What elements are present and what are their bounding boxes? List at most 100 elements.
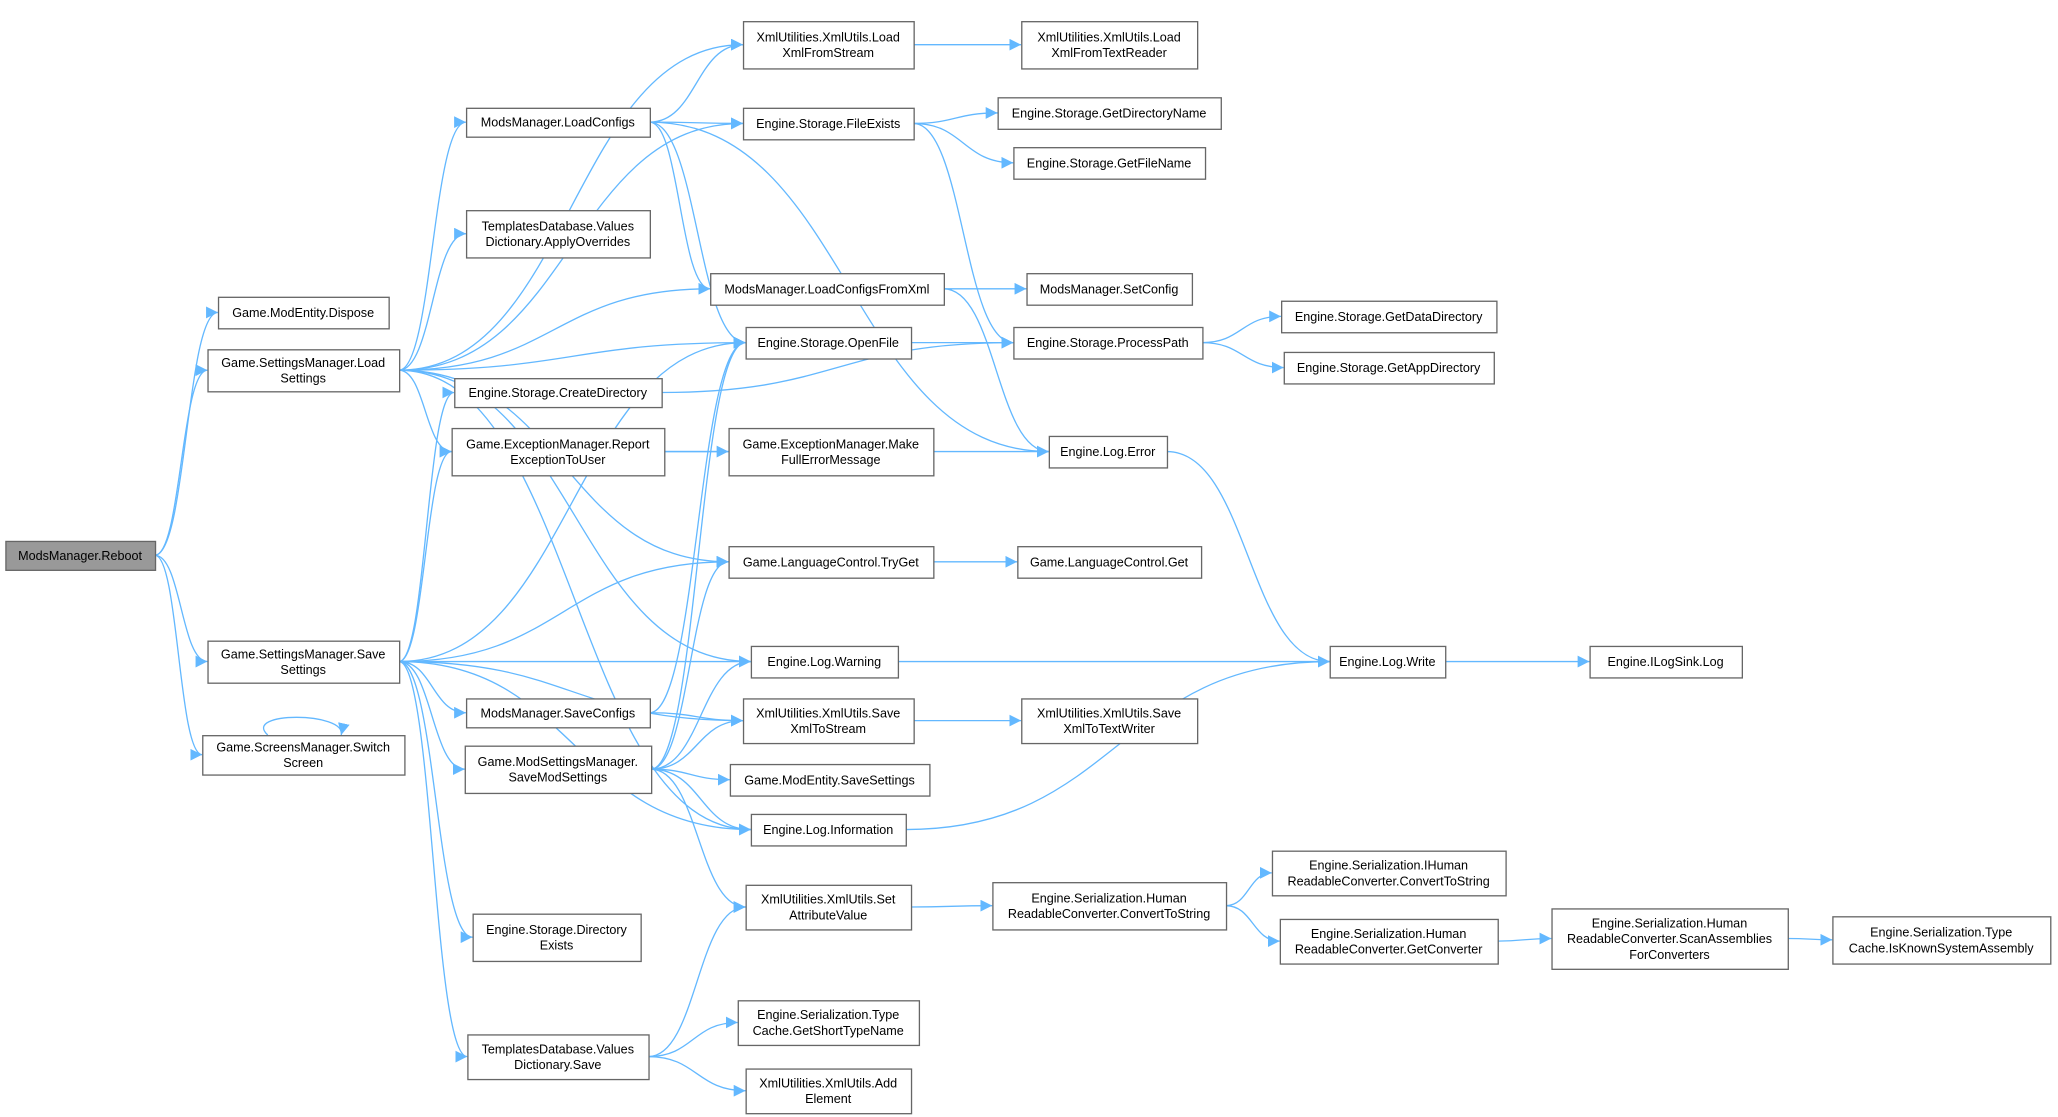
node-tryget[interactable]: Game.LanguageControl.TryGet bbox=[728, 546, 935, 579]
node-fileexists[interactable]: Engine.Storage.FileExists bbox=[742, 107, 915, 141]
edge-savemodsettings-to-tryget bbox=[650, 555, 729, 770]
node-getdirectoryname[interactable]: Engine.Storage.GetDirectoryName bbox=[997, 97, 1222, 130]
node-label-line: Game.ExceptionManager.Make bbox=[743, 437, 919, 451]
node-box bbox=[1281, 300, 1498, 334]
node-label: ModsManager.SetConfig bbox=[1040, 282, 1179, 296]
node-label: Engine.Storage.GetDirectoryName bbox=[1012, 107, 1207, 121]
node-box bbox=[1013, 326, 1204, 360]
node-getfilename[interactable]: Engine.Storage.GetFileName bbox=[1013, 147, 1207, 180]
edge-savesettings-to-templatessave bbox=[398, 660, 468, 1063]
node-label: Game.LanguageControl.Get bbox=[1030, 555, 1189, 569]
node-label-line: ModsManager.Reboot bbox=[18, 549, 142, 563]
node-ilogsinklog[interactable]: Engine.ILogSink.Log bbox=[1589, 645, 1743, 679]
node-setconfig[interactable]: ModsManager.SetConfig bbox=[1026, 273, 1194, 306]
node-box bbox=[1013, 147, 1207, 180]
node-logerror[interactable]: Engine.Log.Error bbox=[1048, 435, 1169, 469]
edge-savesettings-to-savemodsettings bbox=[398, 660, 465, 776]
node-modentitysave[interactable]: Game.ModEntity.SaveSettings bbox=[729, 763, 931, 797]
node-label-line: Engine.Storage.GetDirectoryName bbox=[1012, 107, 1207, 121]
node-label-line: Engine.Serialization.IHuman bbox=[1309, 859, 1468, 873]
node-box bbox=[1589, 645, 1743, 679]
node-label-line: Game.ModSettingsManager. bbox=[478, 755, 638, 769]
node-information[interactable]: Engine.Log.Information bbox=[750, 813, 907, 847]
node-label: Game.ModEntity.Dispose bbox=[232, 306, 374, 320]
node-label-line: Engine.Storage.GetDataDirectory bbox=[1295, 310, 1483, 324]
edge-loadconfigs-to-loadxmlfromstream bbox=[649, 38, 743, 123]
node-reboot[interactable]: ModsManager.Reboot bbox=[5, 540, 157, 571]
node-label-line: ModsManager.SetConfig bbox=[1040, 282, 1179, 296]
node-box bbox=[207, 349, 401, 393]
node-label-line: Element bbox=[805, 1092, 852, 1106]
edge-loadsettings-to-applyoverrides bbox=[398, 227, 467, 371]
edge-fileexists-to-getdirectoryname bbox=[913, 107, 998, 125]
edge-loadsettings-to-openfile bbox=[398, 336, 746, 371]
node-box bbox=[728, 546, 935, 579]
node-label: Engine.Storage.FileExists bbox=[756, 117, 900, 131]
node-label-line: Engine.Storage.OpenFile bbox=[757, 336, 898, 350]
node-label: Engine.Log.Error bbox=[1060, 445, 1155, 459]
node-box bbox=[465, 698, 651, 729]
edge-loadconfigsfromxml-to-logerror bbox=[943, 288, 1049, 458]
node-logwrite[interactable]: Engine.Log.Write bbox=[1329, 645, 1447, 679]
node-label-line: Settings bbox=[280, 372, 326, 386]
node-label-line: ReadableConverter.ConvertToString bbox=[1287, 874, 1489, 888]
node-label-line: ModsManager.LoadConfigsFromXml bbox=[724, 282, 929, 296]
node-languageget[interactable]: Game.LanguageControl.Get bbox=[1017, 546, 1203, 579]
node-label-line: Engine.Serialization.Human bbox=[1311, 927, 1466, 941]
edge-saveconfigs-to-openfile bbox=[649, 336, 746, 714]
edge-loadsettings-to-loadxmlfromstream bbox=[398, 38, 743, 371]
edge-loadsettings-to-loadconfigs bbox=[398, 116, 467, 371]
edge-savesettings-to-createdirectory bbox=[398, 386, 455, 663]
node-box bbox=[1021, 698, 1199, 745]
node-label-line: Engine.Serialization.Type bbox=[757, 1008, 899, 1022]
edge-templatessave-to-getshorttypename bbox=[648, 1016, 738, 1058]
node-saveconfigs[interactable]: ModsManager.SaveConfigs bbox=[465, 698, 651, 729]
node-warning[interactable]: Engine.Log.Warning bbox=[750, 645, 900, 679]
node-box bbox=[710, 273, 945, 306]
node-dispose[interactable]: Game.ModEntity.Dispose bbox=[217, 296, 390, 330]
node-box bbox=[465, 107, 651, 138]
node-label-line: TemplatesDatabase.Values bbox=[482, 1042, 634, 1056]
node-createdirectory[interactable]: Engine.Storage.CreateDirectory bbox=[454, 378, 663, 409]
node-openfile[interactable]: Engine.Storage.OpenFile bbox=[745, 326, 913, 360]
node-box bbox=[1279, 918, 1499, 965]
node-getdatadirectory[interactable]: Engine.Storage.GetDataDirectory bbox=[1281, 300, 1498, 334]
edge-savemodsettings-to-information bbox=[650, 768, 751, 836]
node-loadconfigsfromxml[interactable]: ModsManager.LoadConfigsFromXml bbox=[710, 273, 945, 306]
node-loadconfigs[interactable]: ModsManager.LoadConfigs bbox=[465, 107, 651, 138]
node-savemodsettings[interactable]: Game.ModSettingsManager.SaveModSettings bbox=[464, 745, 653, 795]
node-processpath[interactable]: Engine.Storage.ProcessPath bbox=[1013, 326, 1204, 360]
node-box bbox=[750, 645, 900, 679]
node-box bbox=[1283, 351, 1495, 385]
node-box bbox=[742, 21, 915, 70]
node-label-line: ReadableConverter.GetConverter bbox=[1295, 943, 1483, 957]
node-label: ModsManager.Reboot bbox=[18, 549, 142, 563]
node-getappdirectory[interactable]: Engine.Storage.GetAppDirectory bbox=[1283, 351, 1495, 385]
